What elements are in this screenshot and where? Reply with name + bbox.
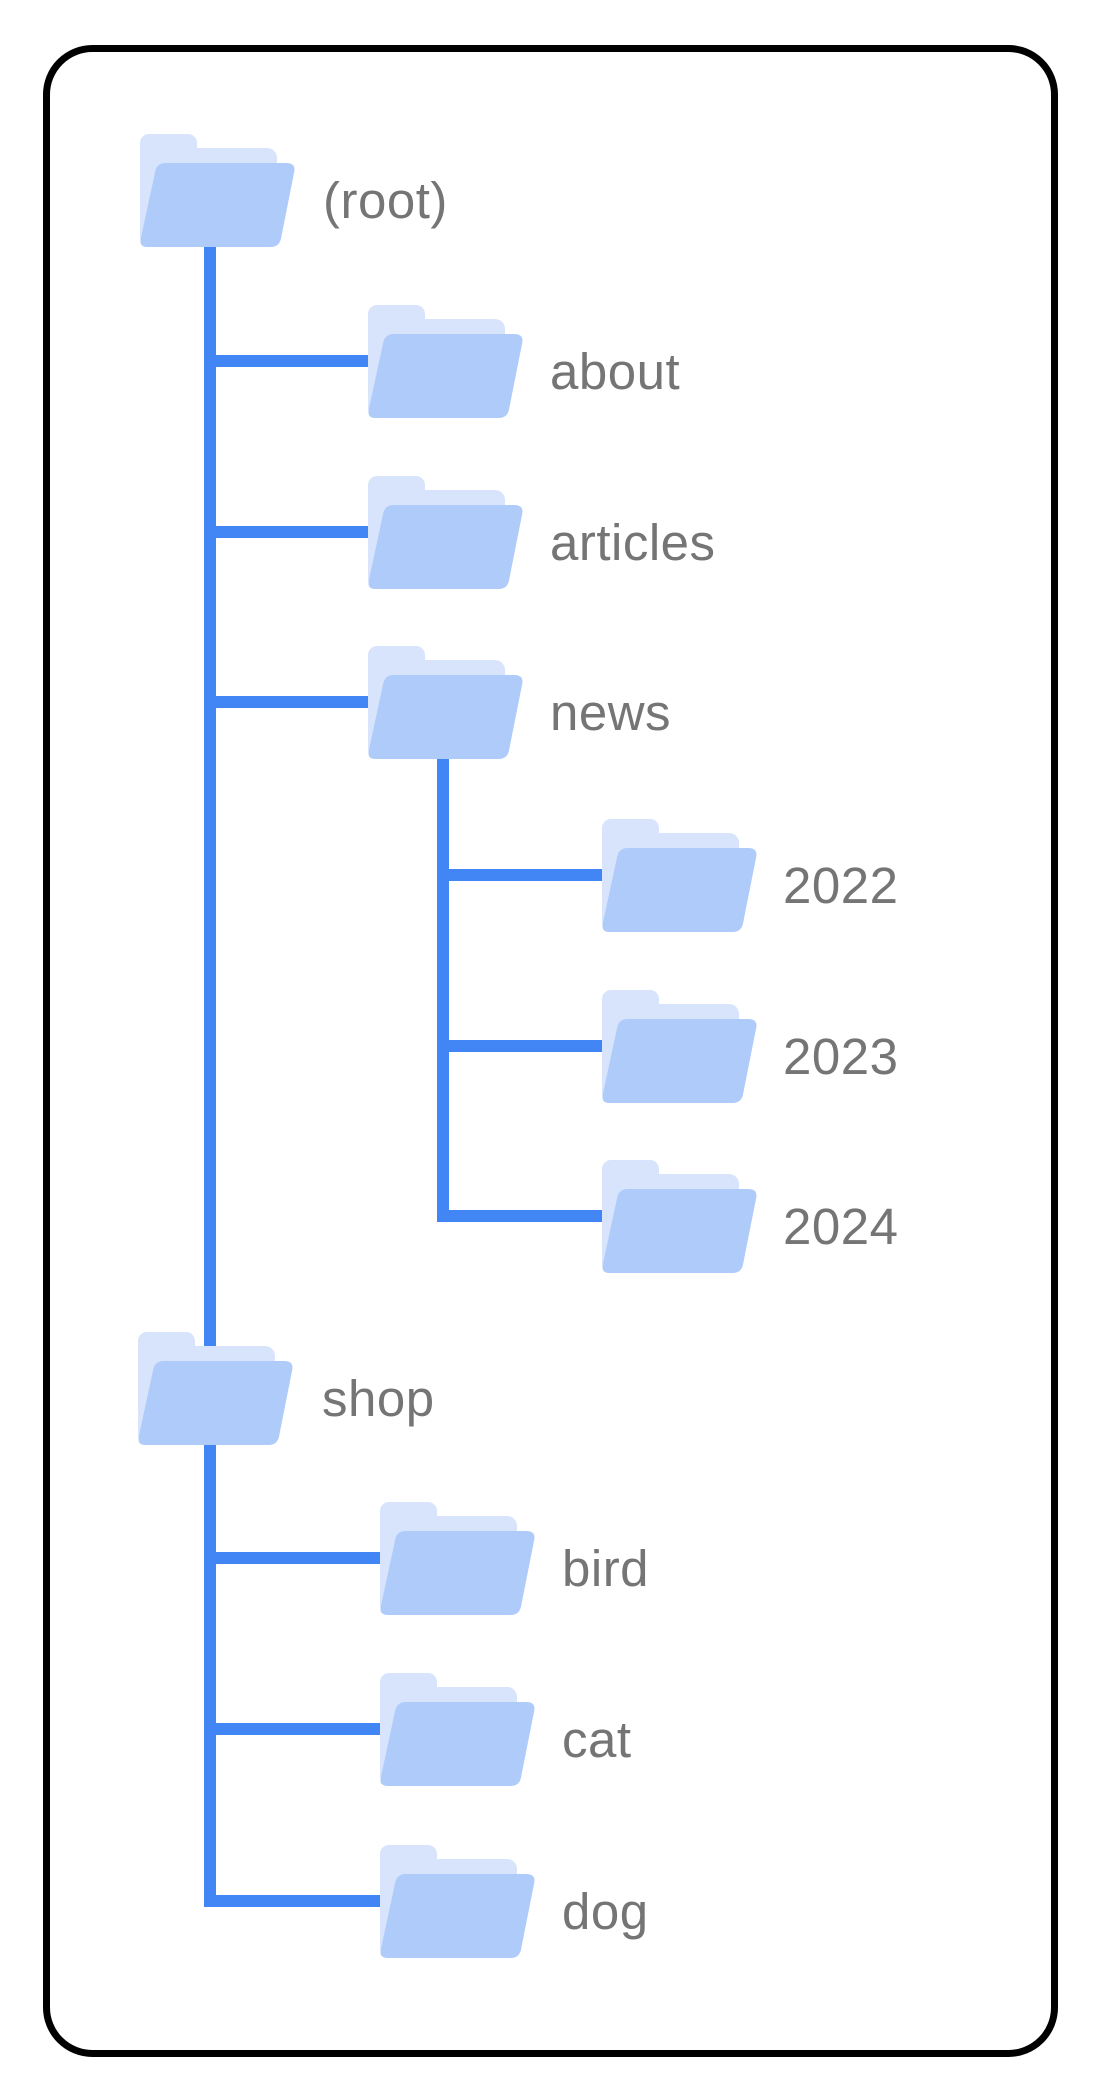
tree-node-cat: cat [380, 1673, 632, 1786]
node-label-news: news [550, 684, 671, 741]
node-label-articles: articles [550, 514, 716, 571]
tree-node-news: news [368, 646, 671, 759]
node-label-root: (root) [323, 172, 448, 229]
node-label-2022: 2022 [783, 857, 898, 914]
connector-branch-2022 [437, 869, 612, 881]
connector-branch-bird [204, 1552, 390, 1564]
tree-node-2023: 2023 [602, 990, 898, 1103]
connector-branch-2023 [437, 1040, 612, 1052]
connector-branch-2024 [437, 1210, 612, 1222]
folder-icon [138, 1332, 293, 1445]
connector-branch-articles [204, 526, 378, 538]
tree-node-2022: 2022 [602, 819, 898, 932]
tree-node-root: (root) [140, 134, 448, 247]
connector-trunk-root [204, 230, 216, 1907]
connector-branch-news [204, 696, 378, 708]
connector-trunk-news [437, 745, 449, 1222]
tree-node-bird: bird [380, 1502, 649, 1615]
tree-node-articles: articles [368, 476, 716, 589]
connector-branch-dog [204, 1895, 390, 1907]
connectors [204, 230, 612, 1907]
folder-icon [368, 305, 523, 418]
connector-branch-cat [204, 1723, 390, 1735]
tree-node-2024: 2024 [602, 1160, 898, 1273]
node-label-shop: shop [322, 1370, 435, 1427]
tree-node-shop: shop [138, 1332, 435, 1445]
connector-branch-about [204, 355, 378, 367]
tree-node-about: about [368, 305, 680, 418]
node-label-about: about [550, 343, 680, 400]
folder-icon [368, 476, 523, 589]
tree-node-dog: dog [380, 1845, 649, 1958]
folder-icon [380, 1502, 535, 1615]
node-label-dog: dog [562, 1883, 649, 1940]
folder-icon [368, 646, 523, 759]
folder-icon [380, 1845, 535, 1958]
folder-icon [602, 819, 757, 932]
folder-icon [140, 134, 295, 247]
folder-icon [602, 1160, 757, 1273]
node-label-bird: bird [562, 1540, 649, 1597]
node-label-2024: 2024 [783, 1198, 898, 1255]
node-label-2023: 2023 [783, 1028, 898, 1085]
folder-icon [602, 990, 757, 1103]
node-label-cat: cat [562, 1711, 632, 1768]
folder-icon [380, 1673, 535, 1786]
